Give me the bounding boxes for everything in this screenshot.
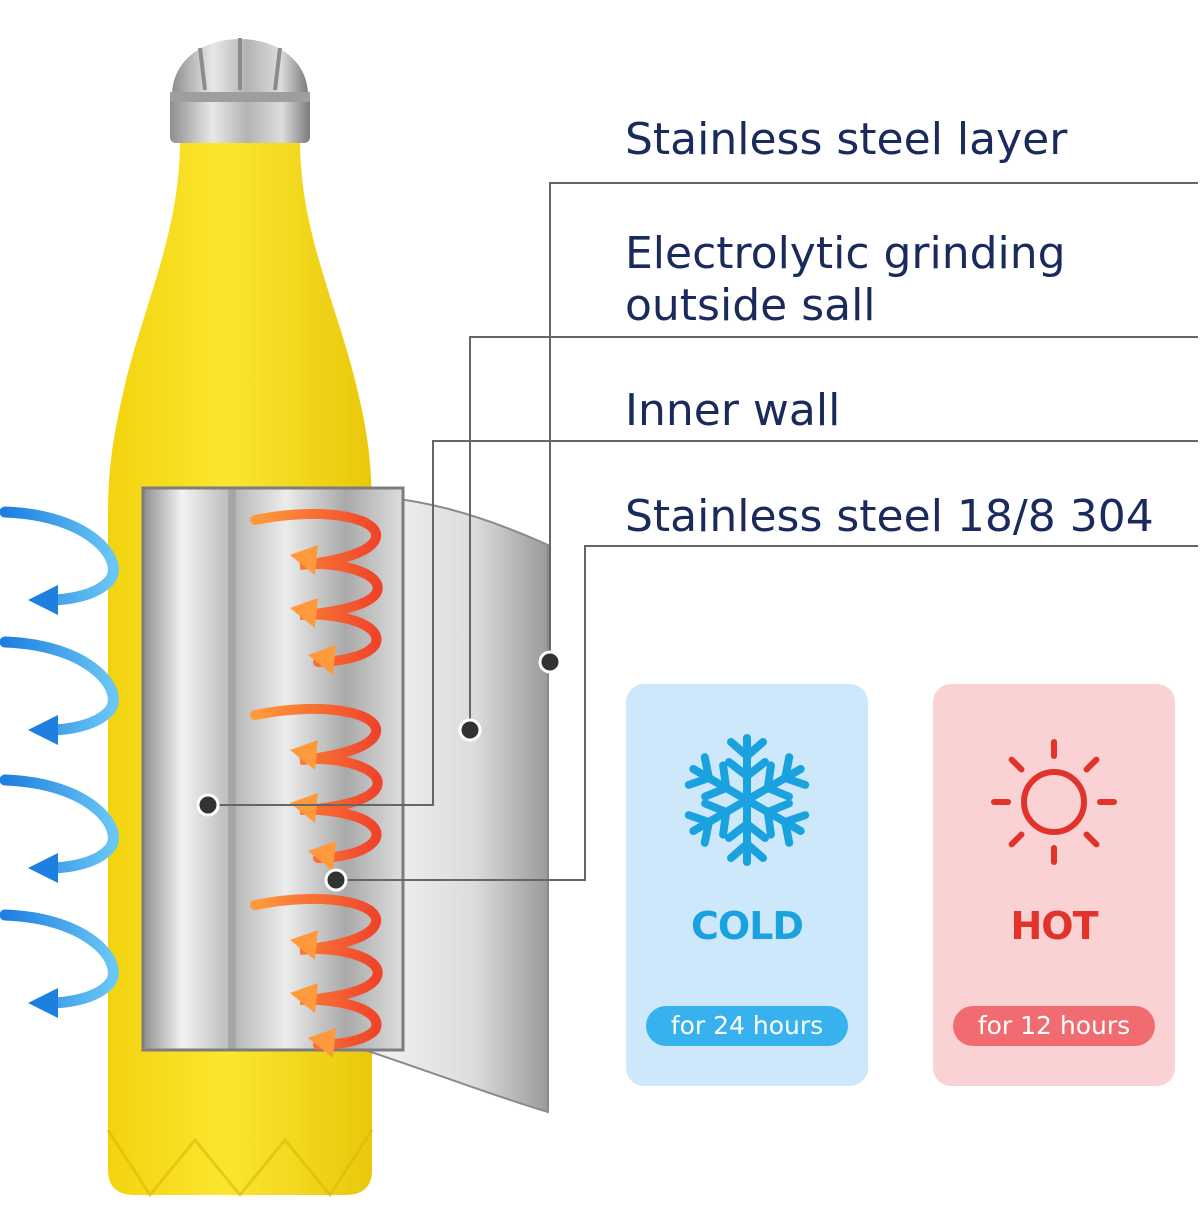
label-electrolytic-grinding: Electrolytic grinding outside sall xyxy=(625,228,1066,331)
hot-card: HOT for 12 hours xyxy=(933,684,1175,1086)
cold-duration: for 24 hours xyxy=(646,1006,848,1046)
label-inner-wall: Inner wall xyxy=(625,385,841,436)
leader-lines xyxy=(208,182,1198,881)
bottle-cap xyxy=(170,38,310,143)
leader-dots xyxy=(196,650,562,892)
cold-arrows xyxy=(0,506,119,1009)
label-stainless-steel-304: Stainless steel 18/8 304 xyxy=(625,491,1154,542)
heat-arrows xyxy=(250,508,383,1050)
cold-arrowheads xyxy=(28,585,58,1018)
leader-stainless-steel-304 xyxy=(336,545,1198,881)
heat-arrowheads xyxy=(290,545,336,1058)
cold-card: COLD for 24 hours xyxy=(626,684,868,1086)
leader-electrolytic-grinding xyxy=(469,336,1198,730)
sun-icon xyxy=(933,739,1175,884)
bottle-base xyxy=(106,1129,374,1198)
label-stainless-steel-layer: Stainless steel layer xyxy=(625,114,1068,165)
hot-title: HOT xyxy=(1010,904,1098,948)
snowflake-icon xyxy=(626,734,868,884)
hot-duration: for 12 hours xyxy=(953,1006,1155,1046)
leader-stainless-steel-layer xyxy=(549,182,1198,662)
outer-steel-wall xyxy=(364,493,549,1114)
leader-inner-wall xyxy=(208,440,1198,806)
cold-title: COLD xyxy=(691,904,804,948)
